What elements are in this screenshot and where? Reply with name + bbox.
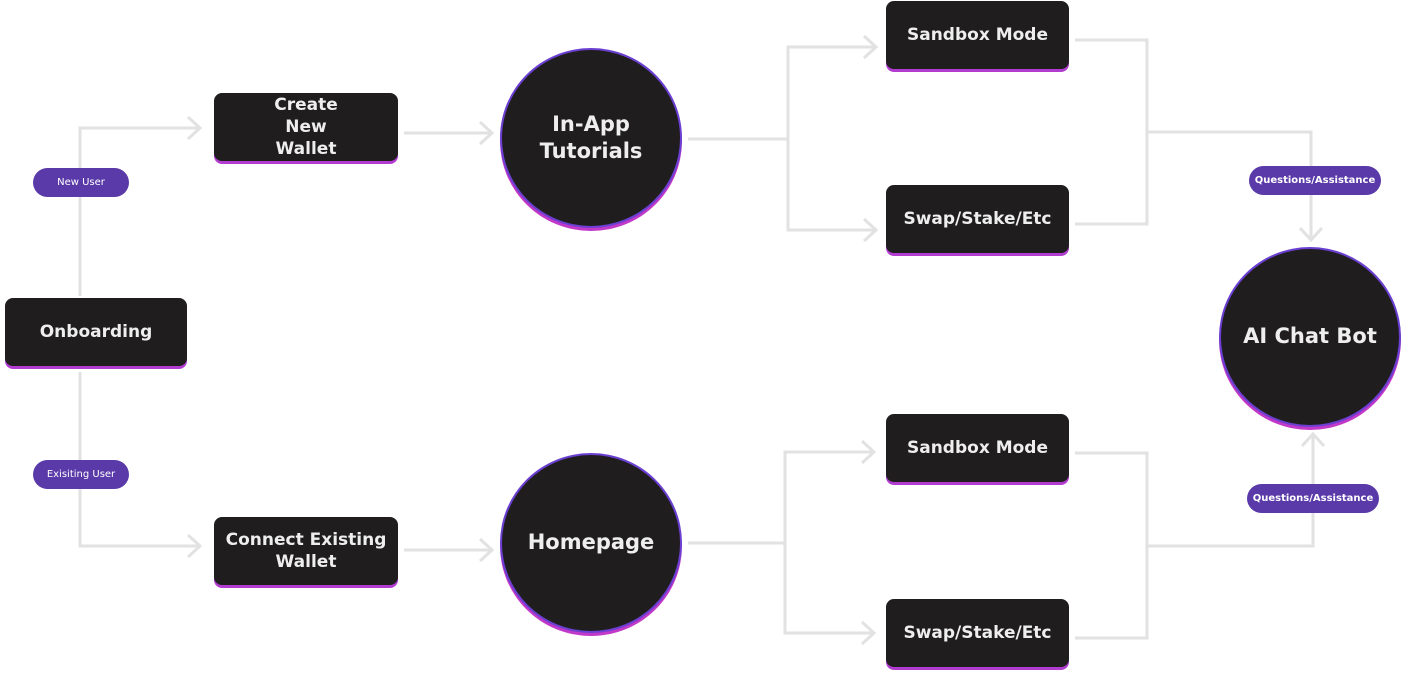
- node-sandbox-mode-top: Sandbox Mode: [886, 1, 1069, 69]
- arrowhead: [1298, 226, 1324, 243]
- node-label: Create New Wallet: [274, 94, 338, 160]
- node-label: Swap/Stake/Etc: [903, 622, 1052, 643]
- node-label: Onboarding: [39, 321, 153, 342]
- node-onboarding: Onboarding: [5, 298, 187, 366]
- node-ai-chat-bot: AI Chat Bot: [1219, 247, 1401, 427]
- edge-top-merge: [1075, 38, 1149, 226]
- arrowhead: [1300, 431, 1326, 448]
- edge-onboarding-connect: [78, 372, 200, 548]
- node-label: Sandbox Mode: [906, 24, 1048, 45]
- node-label: Connect Existing Wallet: [225, 529, 387, 572]
- edge-tutorials-sandbox: [786, 45, 876, 230]
- node-homepage: Homepage: [500, 453, 682, 633]
- node-label: Homepage: [527, 530, 655, 555]
- arrowhead: [862, 217, 879, 243]
- edge-bottom-merge: [1075, 451, 1149, 640]
- arrowhead: [186, 115, 203, 141]
- label-new-user: New User: [33, 168, 129, 197]
- edge-top-to-chatbot: [1147, 130, 1313, 240]
- node-swap-stake-top: Swap/Stake/Etc: [886, 185, 1069, 253]
- node-swap-stake-bottom: Swap/Stake/Etc: [886, 599, 1069, 667]
- node-label: Swap/Stake/Etc: [903, 208, 1052, 229]
- arrowhead: [862, 34, 879, 60]
- label-questions-assistance-bottom: Questions/Assistance: [1247, 484, 1379, 513]
- node-connect-existing-wallet: Connect Existing Wallet: [214, 517, 398, 585]
- node-create-new-wallet: Create New Wallet: [214, 93, 398, 161]
- node-sandbox-mode-bottom: Sandbox Mode: [886, 414, 1069, 482]
- label-existing-user: Exisiting User: [33, 460, 129, 489]
- node-label: In-App Tutorials: [539, 111, 643, 163]
- arrowhead: [860, 439, 877, 465]
- arrowhead: [860, 620, 877, 646]
- node-label: AI Chat Bot: [1243, 324, 1377, 349]
- edge-homepage-swap: [783, 543, 874, 635]
- arrowhead: [478, 537, 495, 563]
- edge-bottom-to-chatbot: [1147, 434, 1315, 548]
- label-questions-assistance-top: Questions/Assistance: [1249, 166, 1381, 195]
- node-label: Sandbox Mode: [906, 437, 1048, 458]
- edge-homepage-sandbox: [783, 450, 874, 633]
- arrowhead: [478, 120, 495, 146]
- edge-tutorials-swap: [786, 139, 876, 232]
- arrowhead: [186, 533, 203, 559]
- edge-onboarding-create: [78, 126, 200, 296]
- node-in-app-tutorials: In-App Tutorials: [500, 48, 682, 228]
